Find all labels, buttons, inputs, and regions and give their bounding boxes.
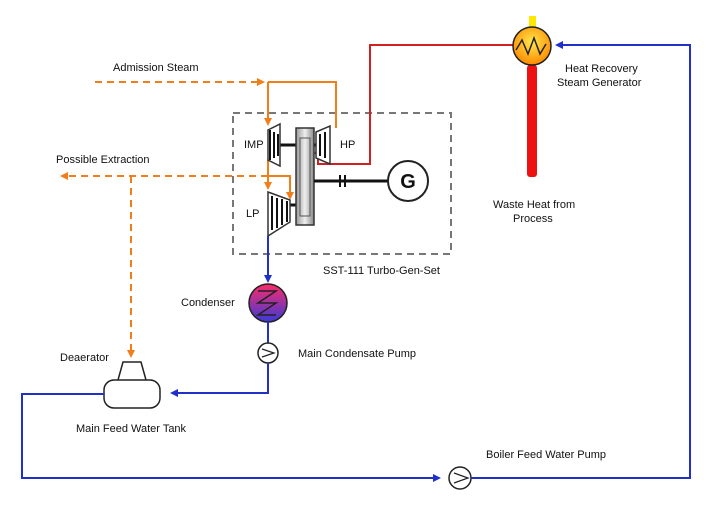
- boiler-feed-water-pump-label: Boiler Feed Water Pump: [486, 449, 606, 461]
- extraction-branch-pipe: [268, 175, 294, 200]
- heat-recovery-steam-generator: [512, 26, 552, 66]
- admission-steam-label: Admission Steam: [113, 62, 199, 74]
- hrsg-label-line2: Steam Generator: [557, 77, 642, 89]
- hp-exhaust-pipe: [268, 81, 337, 128]
- waste-heat-stack-top: [529, 16, 536, 28]
- lp-turbine: [267, 190, 291, 238]
- waste-heat-label-line2: Process: [513, 213, 553, 225]
- imp-label: IMP: [244, 139, 264, 151]
- lp-label: LP: [246, 208, 259, 220]
- condenser-label: Condenser: [181, 297, 235, 309]
- main-feed-water-tank: [103, 379, 161, 409]
- turbo-gen-set-label: SST-111 Turbo-Gen-Set: [323, 265, 440, 277]
- bfw-to-hrsg-pipe: [471, 41, 691, 479]
- gearbox: [295, 127, 315, 226]
- generator: [387, 160, 429, 202]
- waste-heat-stack: [527, 65, 537, 177]
- condenser-coil-icon: [255, 290, 279, 316]
- pump-arrow-icon: [261, 348, 276, 358]
- hrsg-label-line1: Heat Recovery: [565, 63, 638, 75]
- main-condensate-pump-label: Main Condensate Pump: [298, 348, 416, 360]
- turbo-gen-set-boundary: [232, 112, 452, 255]
- hrsg-wave-icon: [515, 35, 547, 57]
- waste-heat-label-line1: Waste Heat from: [493, 199, 575, 211]
- generator-label: G: [400, 171, 416, 193]
- condensate-to-tank-pipe: [170, 363, 269, 397]
- feed-water-loop-pipe: [21, 393, 441, 482]
- bfw-pump-arrow-icon: [453, 472, 470, 484]
- main-feed-water-tank-label: Main Feed Water Tank: [76, 423, 187, 435]
- gearbox-inner: [299, 137, 311, 217]
- possible-extraction-label: Possible Extraction: [56, 154, 150, 166]
- deaerator: [117, 361, 147, 381]
- hp-turbine: [315, 124, 331, 166]
- deaerator-label: Deaerator: [60, 352, 109, 364]
- hp-label: HP: [340, 139, 355, 151]
